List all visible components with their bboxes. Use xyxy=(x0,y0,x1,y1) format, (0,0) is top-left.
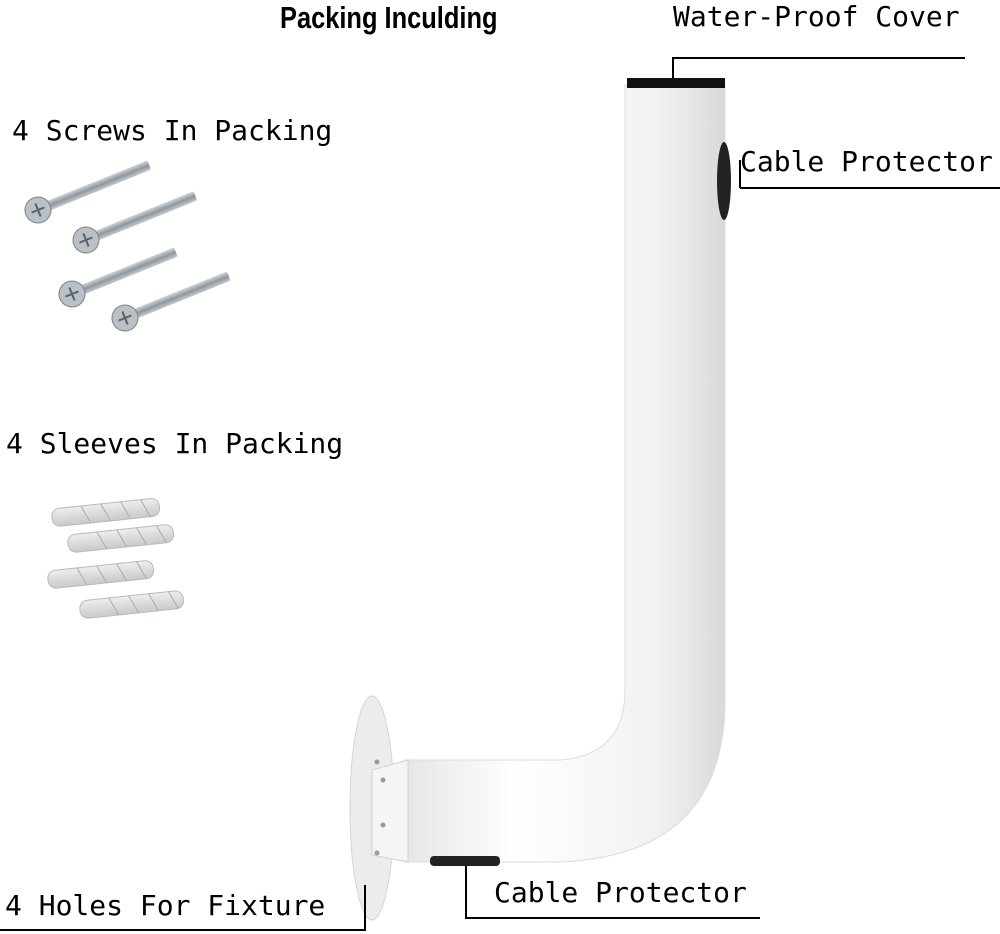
label-cable-protector-top: Cable Protector xyxy=(740,145,993,178)
leader-lines xyxy=(0,57,1000,931)
screws-group xyxy=(24,161,231,332)
cable-hole-bottom xyxy=(430,856,500,866)
label-holes: 4 Holes For Fixture xyxy=(5,889,326,922)
bracket-pipe xyxy=(404,78,731,866)
label-waterproof-cover: Water-Proof Cover xyxy=(673,0,960,33)
mounting-flange xyxy=(349,695,409,921)
page-title: Packing Inculding xyxy=(280,0,498,35)
label-sleeves: 4 Sleeves In Packing xyxy=(6,427,344,460)
label-screws: 4 Screws In Packing xyxy=(12,114,333,147)
waterproof-cap xyxy=(627,78,725,88)
sleeves-group xyxy=(47,498,185,619)
cable-hole-top xyxy=(717,142,731,220)
label-cable-protector-bottom: Cable Protector xyxy=(494,876,747,909)
